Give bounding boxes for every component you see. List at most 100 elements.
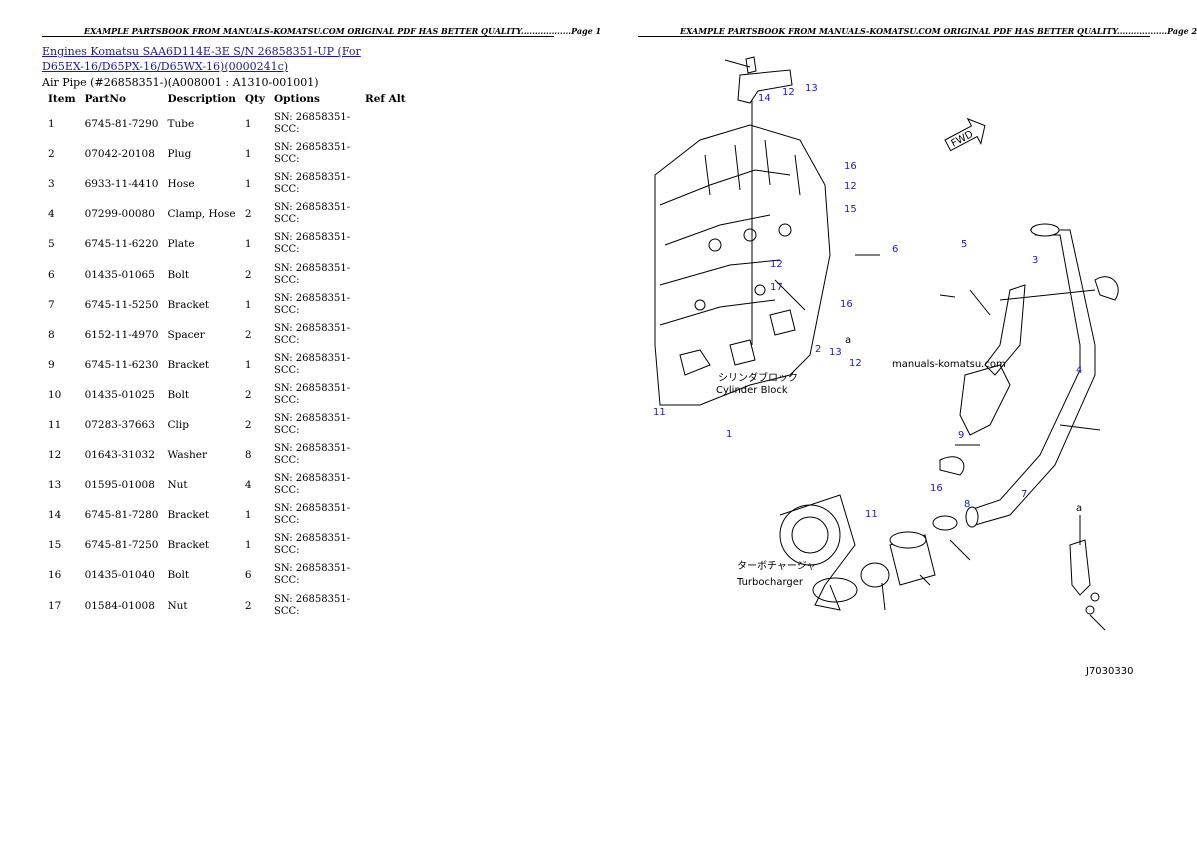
- cell-partno: 01643-31032: [84, 449, 155, 462]
- cell-description: Bracket: [167, 509, 210, 522]
- cell-qty: 1: [244, 178, 252, 191]
- cell-partno: 6745-11-6220: [84, 238, 159, 251]
- cell-refalt: [359, 440, 409, 470]
- cell-partno: 01435-01065: [84, 268, 155, 281]
- top-bracket-drawing: [724, 56, 793, 345]
- callout-11b: 11: [865, 509, 878, 520]
- cell-item: 4: [48, 208, 55, 221]
- cell-options: SN: 26858351-SCC:: [274, 593, 351, 617]
- cell-partno: 6745-81-7250: [84, 539, 159, 552]
- callout-17: 17: [770, 282, 783, 293]
- turbo-jp-label: ターボチャージャ: [737, 560, 816, 572]
- cell-item: 13: [48, 479, 62, 492]
- cell-description: Spacer: [167, 328, 205, 341]
- cell-item: 12: [48, 449, 62, 462]
- cell-options: SN: 26858351-SCC:: [274, 262, 351, 286]
- cell-qty: 1: [244, 118, 252, 131]
- callout-12d: 12: [849, 358, 862, 369]
- cell-partno: 07299-00080: [84, 208, 155, 221]
- callout-4: 4: [1076, 365, 1082, 376]
- cell-refalt: [359, 410, 409, 440]
- cell-refalt: [359, 139, 409, 169]
- cell-qty: 8: [244, 449, 252, 462]
- callout-16a: 16: [844, 161, 857, 172]
- callout-16c: 16: [930, 483, 943, 494]
- cell-options: SN: 26858351-SCC:: [274, 533, 351, 557]
- cell-description: Plate: [167, 238, 195, 251]
- breadcrumb-link-engines[interactable]: Engines Komatsu: [42, 45, 140, 58]
- cell-description: Bolt: [167, 268, 190, 281]
- cell-options: SN: 26858351-SCC:: [274, 473, 351, 497]
- cylinder-block-jp-label: シリンダブロック: [718, 371, 798, 384]
- cell-options: SN: 26858351-SCC:: [274, 202, 351, 226]
- cell-refalt: [359, 530, 409, 560]
- header-rule-left: [42, 36, 554, 37]
- breadcrumb-link-model[interactable]: SAA6D114E-3E S/N 26858351-UP (For: [142, 45, 361, 58]
- section-title: Air Pipe (#26858351-)(A008001 : A1310-00…: [42, 76, 319, 89]
- cell-refalt: [359, 560, 409, 590]
- col-header-qty: Qty: [244, 92, 266, 105]
- cell-refalt: [359, 320, 409, 350]
- cell-description: Nut: [167, 479, 188, 492]
- cell-qty: 1: [244, 148, 252, 161]
- breadcrumb-link-model-cont[interactable]: D65EX-16/D65PX-16/D65WX-16)(0000241c): [42, 60, 289, 73]
- leader-lines: [774, 254, 1106, 631]
- cell-partno: 6745-81-7290: [84, 118, 159, 131]
- callout-7: 7: [1021, 489, 1027, 500]
- cell-options: SN: 26858351-SCC:: [274, 232, 351, 256]
- callout-14: 14: [758, 93, 771, 104]
- tube-bracket-drawing: [959, 276, 1119, 436]
- callout-2: 2: [815, 344, 821, 355]
- cell-qty: 1: [244, 358, 252, 371]
- cell-description: Bracket: [167, 298, 210, 311]
- cell-qty: 6: [244, 569, 252, 582]
- cell-options: SN: 26858351-SCC:: [274, 503, 351, 527]
- cell-options: SN: 26858351-SCC:: [274, 382, 351, 406]
- callout-5: 5: [961, 239, 967, 250]
- cell-description: Tube: [167, 118, 195, 131]
- breadcrumb: Engines Komatsu SAA6D114E-3E S/N 2685835…: [42, 45, 361, 58]
- cell-description: Nut: [167, 599, 188, 612]
- cell-refalt: [359, 380, 409, 410]
- cell-options: SN: 26858351-SCC:: [274, 172, 351, 196]
- cell-qty: 2: [244, 208, 252, 221]
- cell-description: Washer: [167, 449, 207, 462]
- cell-qty: 1: [244, 509, 252, 522]
- cell-refalt: [359, 290, 409, 320]
- cell-partno: 07042-20108: [84, 148, 155, 161]
- cell-options: SN: 26858351-SCC:: [274, 112, 351, 136]
- turbocharger-drawing: [779, 494, 858, 611]
- cell-qty: 1: [244, 539, 252, 552]
- cell-description: Bracket: [167, 539, 210, 552]
- drawing-code: J7030330: [1085, 666, 1134, 677]
- cell-options: SN: 26858351-SCC:: [274, 142, 351, 166]
- col-header-partno: PartNo: [84, 92, 126, 105]
- header-rule-right: [638, 36, 1150, 37]
- cell-partno: 01435-01025: [84, 388, 155, 401]
- cell-item: 6: [48, 268, 55, 281]
- cell-description: Bolt: [167, 388, 190, 401]
- cylinder-block-drawing: [654, 124, 831, 406]
- callout-16b: 16: [840, 299, 853, 310]
- cell-options: SN: 26858351-SCC:: [274, 352, 351, 376]
- callout-1: 1: [726, 429, 732, 440]
- cell-options: SN: 26858351-SCC:: [274, 443, 351, 467]
- cell-partno: 01435-01040: [84, 569, 155, 582]
- cell-item: 16: [48, 569, 62, 582]
- cell-refalt: [359, 470, 409, 500]
- fwd-arrow: FWD: [944, 117, 986, 152]
- cell-partno: 6745-81-7280: [84, 509, 159, 522]
- callout-8: 8: [964, 499, 970, 510]
- cylinder-block-en-label: Cylinder Block: [716, 385, 788, 396]
- callout-12b: 12: [844, 181, 857, 192]
- callout-13b: 13: [829, 347, 842, 358]
